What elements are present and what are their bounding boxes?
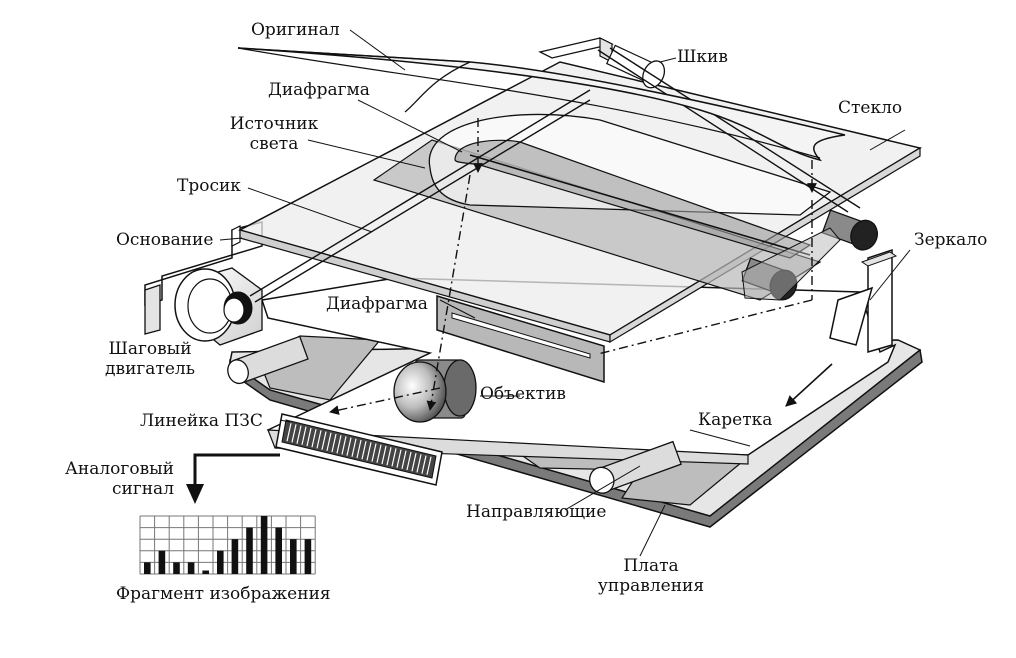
ccd-array — [275, 413, 443, 486]
label-ccd: Линейка ПЗС — [140, 411, 263, 431]
ccd-cell — [291, 424, 297, 443]
light-source — [372, 113, 832, 301]
ccd-cell — [356, 439, 362, 459]
label-mirror: Зеркало — [914, 230, 988, 250]
optical-path — [329, 118, 817, 415]
ccd-cell — [331, 433, 337, 453]
ccd-cell — [346, 437, 352, 456]
stepper-motor — [174, 267, 263, 346]
ccd-cell — [376, 444, 382, 463]
fragment-bar — [217, 550, 224, 574]
ccd-cell — [286, 423, 292, 442]
diaphragm-mid — [436, 294, 605, 384]
ccd-cell — [311, 429, 317, 448]
label-analog-2: сигнал — [111, 479, 174, 499]
original-document — [237, 47, 846, 162]
label-guides: Направляющие — [466, 502, 607, 522]
ccd-cell — [361, 441, 367, 460]
ccd-cell — [326, 432, 332, 451]
ccd-cell — [316, 430, 322, 449]
fragment-bar — [260, 516, 268, 574]
ccd-cell — [401, 450, 407, 469]
label-diaphragm-mid: Диафрагма — [326, 294, 428, 314]
mirror-shape — [829, 286, 874, 346]
label-light-source-1: Источник — [229, 114, 319, 134]
label-lens: Объектив — [480, 384, 566, 404]
ccd-cell — [341, 436, 347, 455]
label-diaphragm-top: Диафрагма — [268, 80, 370, 100]
ccd-cell — [306, 427, 312, 447]
analog-signal-arrow — [186, 453, 280, 504]
ccd-cell — [321, 431, 327, 450]
ccd-cell — [411, 453, 417, 472]
label-light-source-2: света — [249, 134, 299, 154]
ccd-cell — [296, 425, 302, 444]
ccd-cell — [421, 455, 427, 474]
base-frame — [144, 37, 614, 335]
ccd-cell — [406, 451, 412, 471]
fragment-bar — [144, 562, 151, 574]
fragment-bar — [158, 550, 166, 574]
label-stepper-1: Шаговый — [108, 339, 192, 359]
fragment-bar — [304, 539, 312, 574]
label-original: Оригинал — [251, 20, 340, 40]
label-carriage: Каретка — [698, 410, 773, 430]
fragment-bar — [187, 562, 195, 574]
label-glass: Стекло — [838, 98, 903, 118]
label-cable: Тросик — [177, 176, 241, 196]
pulley — [605, 44, 878, 301]
fragment-bar — [231, 539, 239, 574]
fragment-bar — [246, 527, 253, 574]
fragment-bar — [290, 539, 297, 574]
ccd-cell — [416, 454, 422, 473]
ccd-cell — [366, 442, 372, 461]
carriage-arrow — [785, 363, 833, 407]
label-stepper-2: двигатель — [105, 359, 195, 379]
fragment-bar — [173, 562, 180, 574]
label-analog-1: Аналоговый — [65, 459, 174, 479]
ccd-cell — [381, 445, 387, 465]
label-board-1: Плата — [623, 556, 679, 576]
ccd-cell — [386, 447, 392, 466]
ccd-cell — [351, 438, 357, 457]
lens — [393, 359, 477, 423]
cable — [249, 47, 861, 303]
label-fragment: Фрагмент изображения — [116, 584, 331, 604]
ccd-cell — [391, 448, 397, 467]
image-fragment — [139, 515, 316, 575]
ccd-cell — [371, 443, 377, 462]
ccd-cell — [301, 426, 307, 445]
label-board-2: управления — [597, 576, 705, 596]
label-base: Основание — [116, 230, 214, 250]
ccd-cell — [396, 449, 402, 468]
ccd-cell — [426, 456, 432, 475]
fragment-bar — [275, 527, 282, 574]
leader-lines — [219, 29, 911, 557]
ccd-cell — [336, 435, 342, 454]
label-pulley: Шкив — [677, 47, 728, 67]
fragment-bar — [202, 570, 209, 574]
